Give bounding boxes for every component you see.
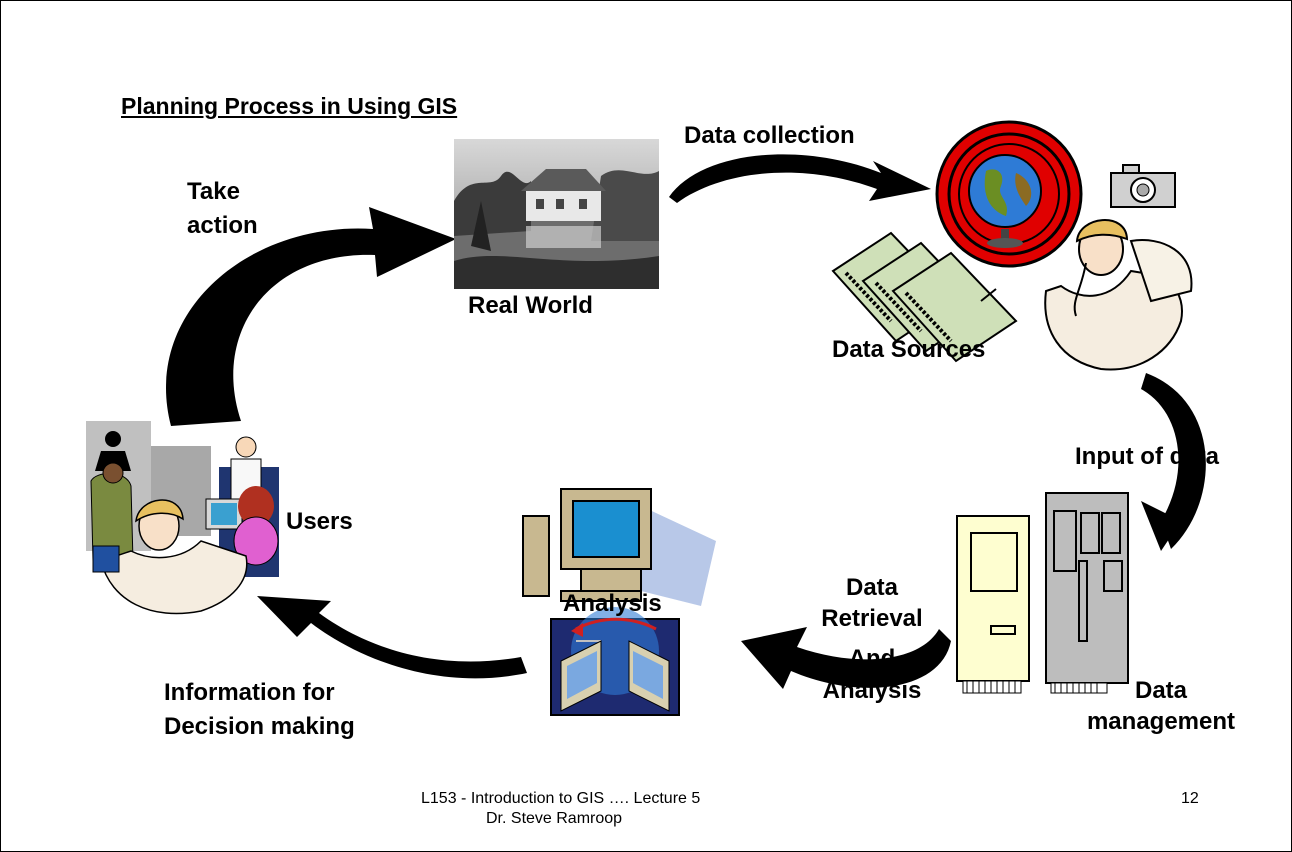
label-information-2: Decision making xyxy=(164,713,355,740)
label-information-1: Information for xyxy=(164,679,335,706)
arrow-data-collection xyxy=(669,154,931,203)
arrow-data-retrieval xyxy=(741,627,951,689)
label-data-collection: Data collection xyxy=(684,122,855,149)
slide-title: Planning Process in Using GIS xyxy=(121,93,458,119)
footer-course: L153 - Introduction to GIS …. Lecture 5 xyxy=(421,790,701,807)
globe-icon xyxy=(935,120,1083,268)
label-retrieval-2: Retrieval xyxy=(821,605,923,632)
footer-author: Dr. Steve Ramroop xyxy=(486,810,623,827)
node-users: Users xyxy=(286,508,353,535)
server-tower-icon xyxy=(956,515,1030,694)
label-take-action-2: action xyxy=(187,212,258,239)
mainframe-icon xyxy=(1045,492,1129,694)
node-data-management-2: management xyxy=(1086,708,1236,735)
footer-page-number: 12 xyxy=(1181,790,1199,807)
network-transfer-icon xyxy=(550,607,680,716)
node-analysis: Analysis xyxy=(563,590,662,617)
arrow-input-of-data xyxy=(1141,373,1206,551)
label-take-action-1: Take xyxy=(187,178,240,205)
camera-icon xyxy=(1110,164,1176,208)
data-sources-cards-icon xyxy=(831,231,1018,363)
worker-with-map-image xyxy=(1044,219,1193,371)
node-data-sources: Data Sources xyxy=(832,336,986,363)
node-data-management-1: Data xyxy=(1134,677,1188,704)
real-world-image xyxy=(454,139,659,289)
users-collage-image xyxy=(86,421,279,615)
arrow-take-action xyxy=(166,207,456,426)
label-input-of-data: Input of data xyxy=(1075,443,1219,470)
label-retrieval-1: Data xyxy=(845,574,899,601)
node-real-world: Real World xyxy=(468,292,593,319)
arrow-information xyxy=(257,596,527,679)
label-retrieval-3: And xyxy=(848,645,896,672)
label-retrieval-4: Analysis xyxy=(822,677,922,704)
desktop-computer-icon xyxy=(522,488,716,606)
